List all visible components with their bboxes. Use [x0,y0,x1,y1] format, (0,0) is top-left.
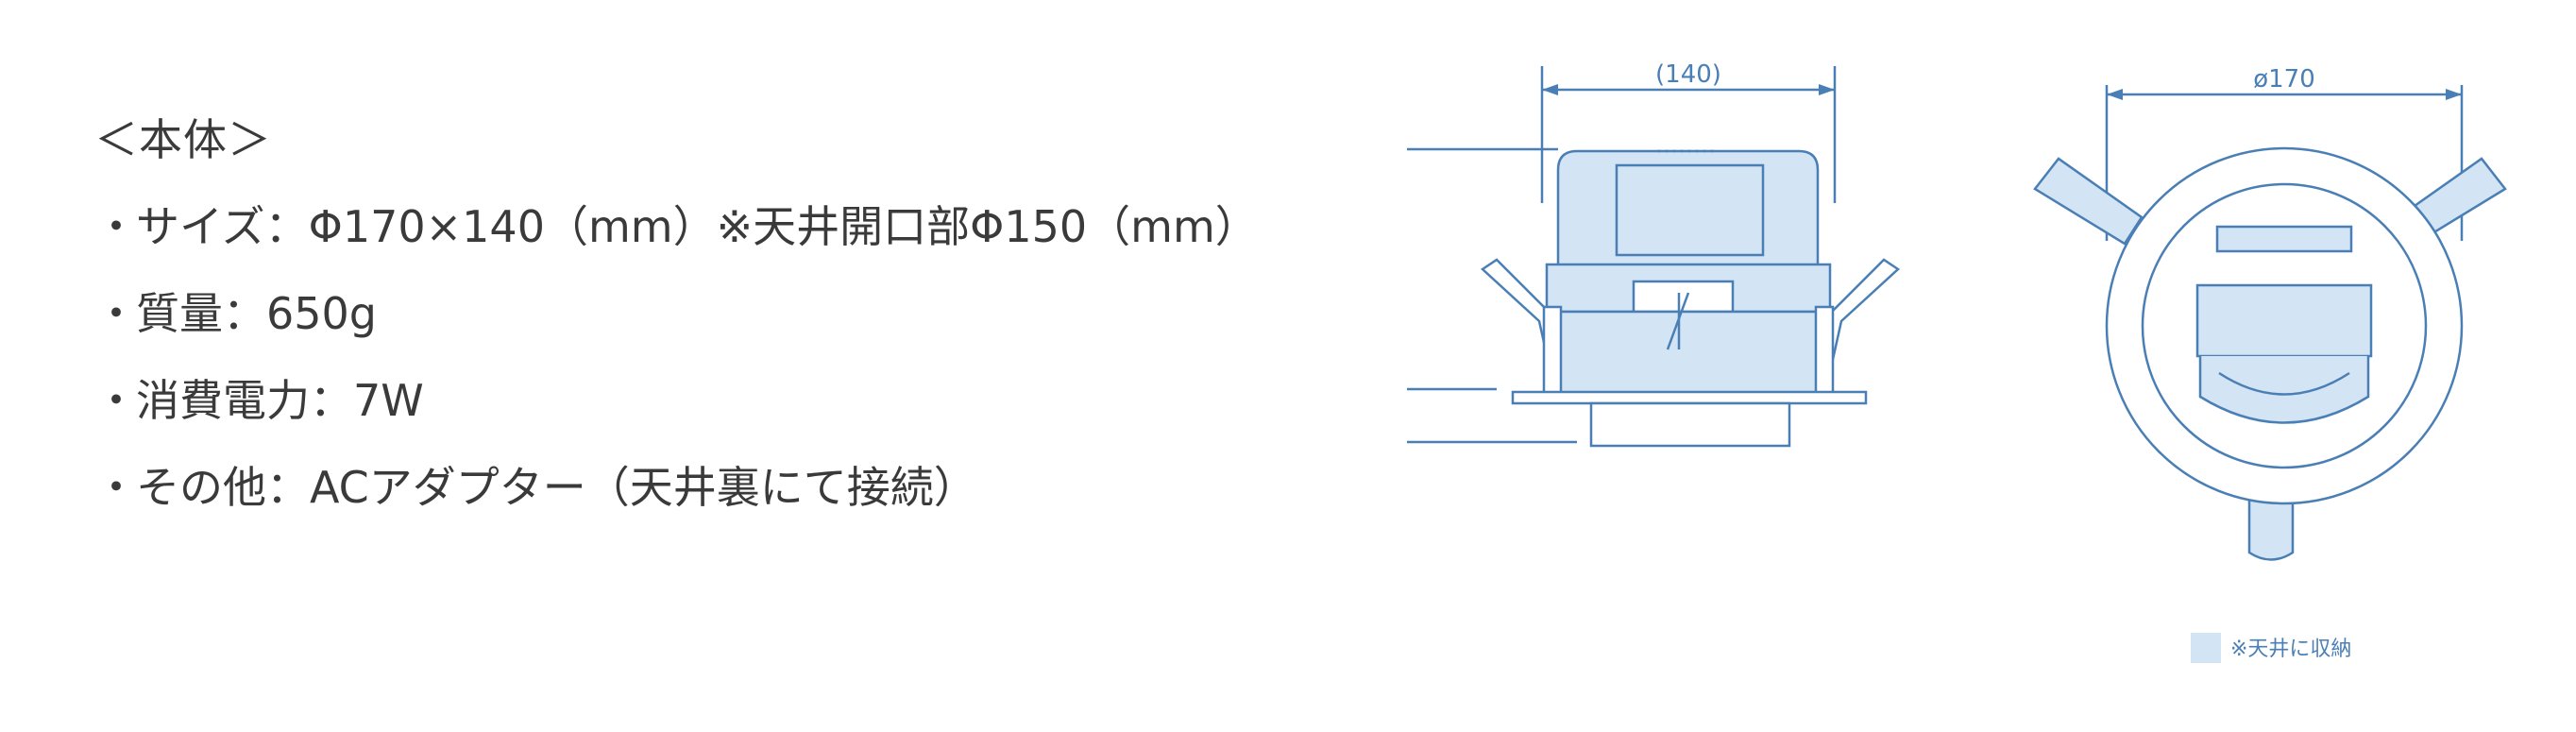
housing-label-plate [1615,163,1765,257]
side-view [1407,66,1901,448]
spec-item-other: ・ その他：ACアダプター（天井裏にて接続） [94,459,1259,516]
dimension-arrow [1819,84,1835,95]
bullet: ・ [94,462,138,513]
spec-list: ＜本体＞ ・ サイズ：Φ170×140（mm）※天井開口部Φ150（mm） ・ … [94,111,1259,546]
legend-label: ※天井に収納 [2230,638,2351,661]
cable [1666,292,1690,350]
lower-lens [1589,401,1791,448]
spec-heading: ＜本体＞ [94,114,272,165]
product-diagram: (140) ø170 ※天井に収納 [1407,38,2576,732]
diagram-svg: (140) ø170 ※天井に収納 [1407,60,2507,663]
dimension-arrow [1542,84,1558,95]
lens-lower [2198,356,2370,424]
lens-window [2195,283,2373,358]
side-dimension-label: (140) [1655,60,1721,89]
bullet: ・ [94,201,138,252]
spec-item-weight: ・ 質量：650g [94,285,1259,342]
spec-item-power: ・ 消費電力：7W [94,372,1259,429]
spec-item-text: サイズ：Φ170×140（mm）※天井開口部Φ150（mm） [136,201,1259,252]
bullet: ・ [94,375,138,426]
front-view [2033,85,2507,561]
dimension-arrow [2107,89,2123,100]
spec-item-text: その他：ACアダプター（天井裏にて接続） [136,462,977,513]
clip-arm-left [2033,157,2144,246]
spec-item-text: 質量：650g [136,288,377,339]
sensor-grille [2215,225,2353,253]
spec-item-size: ・ サイズ：Φ170×140（mm）※天井開口部Φ150（mm） [94,198,1259,255]
lower-body [1554,310,1824,399]
clip-bracket-left [1542,305,1563,399]
legend-swatch [2191,633,2221,663]
spec-item-text: 消費電力：7W [136,375,424,426]
lens-arc [2218,371,2350,396]
flange [1511,390,1868,405]
bullet: ・ [94,288,138,339]
front-dimension-label: ø170 [2253,65,2315,94]
clip-bracket-right [1814,305,1835,399]
dimension-arrow [2446,89,2462,100]
